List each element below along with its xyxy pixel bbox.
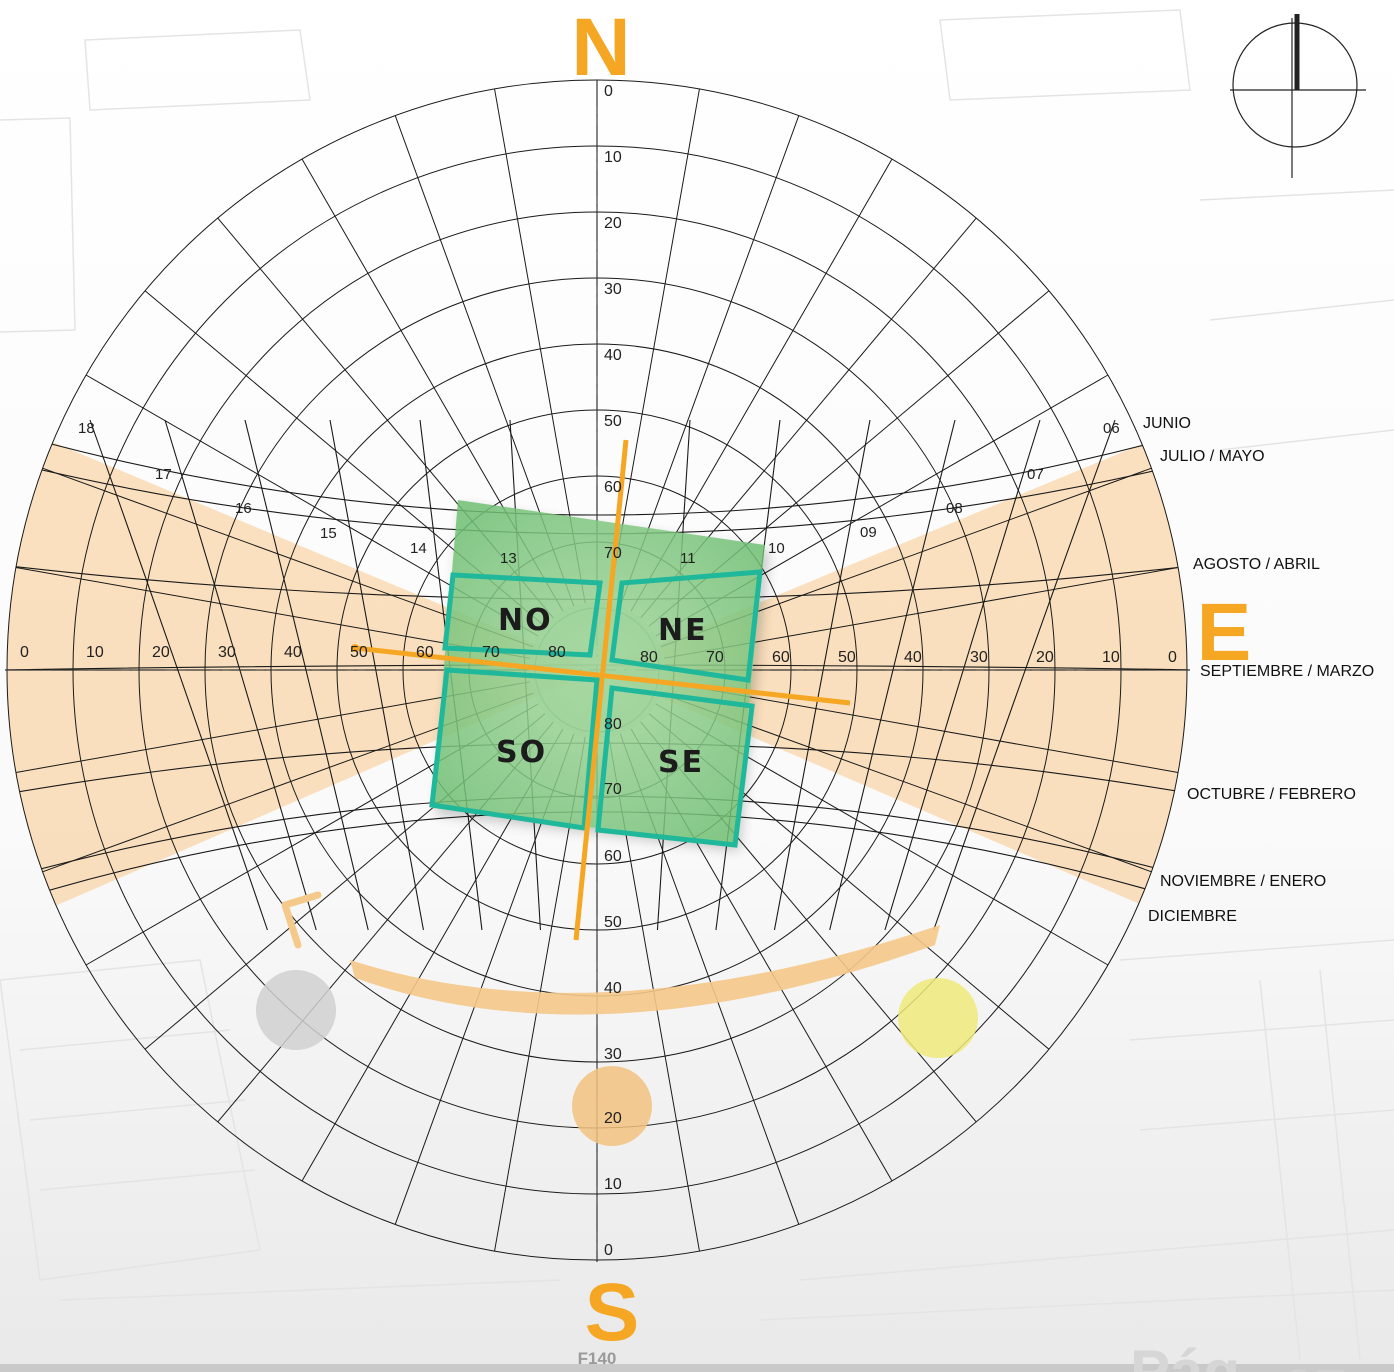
month-label-agosto-abril: AGOSTO / ABRIL <box>1193 556 1320 573</box>
altitude-label: 80 <box>604 716 622 733</box>
altitude-label: 0 <box>604 1242 613 1259</box>
azimuth-label: 30 <box>218 644 236 661</box>
quadrant-no-label: NO <box>498 603 553 638</box>
quadrant-ne-label: NE <box>658 613 708 648</box>
hour-curve <box>933 419 1116 931</box>
azimuth-label: 80 <box>548 644 566 661</box>
hour-label: 18 <box>78 420 95 437</box>
altitude-label: 10 <box>604 1176 622 1193</box>
azimuth-label: 40 <box>904 649 922 666</box>
azimuth-label: 0 <box>20 644 29 661</box>
azimuth-label: 80 <box>640 649 658 666</box>
hour-curve <box>829 419 956 931</box>
azimuth-labels-west: 0 10 20 30 40 50 60 70 80 <box>20 644 566 661</box>
altitude-label: 70 <box>604 545 622 562</box>
month-label-noviembre-enero: NOVIEMBRE / ENERO <box>1160 873 1326 890</box>
altitude-label: 30 <box>604 281 622 298</box>
quadrant-labels: NO NE SO SE <box>496 603 708 780</box>
hour-label: 11 <box>680 550 696 567</box>
yellow-circle <box>898 978 978 1058</box>
month-label-octubre-febrero: OCTUBRE / FEBRERO <box>1187 786 1356 803</box>
month-label-julio-mayo: JULIO / MAYO <box>1160 448 1265 465</box>
north-label: N <box>571 2 630 93</box>
grid-radial <box>608 88 700 604</box>
month-label-septiembre-marzo: SEPTIEMBRE / MARZO <box>1200 663 1374 680</box>
altitude-label: 40 <box>604 980 622 997</box>
page-number: 07 <box>1282 1358 1347 1372</box>
hour-label: 09 <box>860 524 877 541</box>
hour-curve <box>164 419 317 931</box>
azimuth-label: 0 <box>1168 649 1177 666</box>
grid-radial <box>619 115 800 607</box>
altitude-labels-south: 80 70 60 50 40 30 20 10 0 <box>604 716 622 1259</box>
east-label: E <box>1197 587 1252 678</box>
hour-curve <box>244 419 369 931</box>
azimuth-label: 50 <box>838 649 856 666</box>
azimuth-label: 70 <box>706 649 724 666</box>
altitude-label: 0 <box>604 83 613 100</box>
background-street-map <box>0 9 1394 1361</box>
month-labels: JUNIO JULIO / MAYO AGOSTO / ABRIL SEPTIE… <box>1143 415 1374 925</box>
hour-label: 13 <box>500 550 517 567</box>
orange-circle <box>572 1066 652 1146</box>
azimuth-label: 50 <box>350 644 368 661</box>
azimuth-label: 70 <box>482 644 500 661</box>
hour-curve <box>329 419 424 931</box>
hour-labels: 18 17 16 15 14 13 11 10 09 08 07 06 <box>78 420 1120 567</box>
hour-curve <box>89 419 268 931</box>
hour-label: 15 <box>320 525 337 542</box>
page-word: Pág. <box>1130 1338 1257 1372</box>
altitude-label: 70 <box>604 781 622 798</box>
altitude-label: 20 <box>604 215 622 232</box>
azimuth-label: 10 <box>1102 649 1120 666</box>
hour-curve <box>884 419 1041 931</box>
azimuth-labels-east: 80 70 60 50 40 30 20 10 0 <box>640 649 1177 666</box>
month-label-diciembre: DICIEMBRE <box>1148 908 1237 925</box>
quadrant-se-label: SE <box>658 745 704 780</box>
hour-label: 08 <box>946 500 963 517</box>
hour-curve <box>773 419 871 931</box>
footer-bar <box>0 1364 1394 1372</box>
altitude-label: 50 <box>604 914 622 931</box>
brush-stroke <box>281 891 940 1015</box>
sun-exposure-band <box>7 420 1187 930</box>
month-label-junio: JUNIO <box>1143 415 1191 432</box>
azimuth-label: 60 <box>772 649 790 666</box>
quadrant-so-label: SO <box>496 735 547 770</box>
hour-label: 17 <box>155 466 172 483</box>
footer-code: F140 <box>578 1349 617 1368</box>
month-curve <box>7 429 1187 516</box>
hour-label: 16 <box>235 500 252 517</box>
altitude-label: 50 <box>604 413 622 430</box>
azimuth-label: 10 <box>86 644 104 661</box>
south-label: S <box>585 1267 640 1358</box>
north-arrow-icon <box>1230 14 1366 178</box>
building-plot <box>351 439 851 941</box>
azimuth-label: 30 <box>970 649 988 666</box>
hour-label: 06 <box>1103 420 1120 437</box>
altitude-labels-north: 0 10 20 30 40 50 60 70 <box>604 83 622 562</box>
altitude-label: 40 <box>604 347 622 364</box>
altitude-label: 10 <box>604 149 622 166</box>
altitude-label: 60 <box>604 479 622 496</box>
azimuth-label: 20 <box>1036 649 1054 666</box>
azimuth-label: 40 <box>284 644 302 661</box>
azimuth-label: 60 <box>416 644 434 661</box>
grey-circle <box>256 970 336 1050</box>
hour-label: 10 <box>768 540 785 557</box>
hour-label: 07 <box>1027 466 1044 483</box>
altitude-label: 30 <box>604 1046 622 1063</box>
altitude-label: 20 <box>604 1110 622 1127</box>
hour-label: 14 <box>410 540 427 557</box>
azimuth-label: 20 <box>152 644 170 661</box>
altitude-label: 60 <box>604 848 622 865</box>
